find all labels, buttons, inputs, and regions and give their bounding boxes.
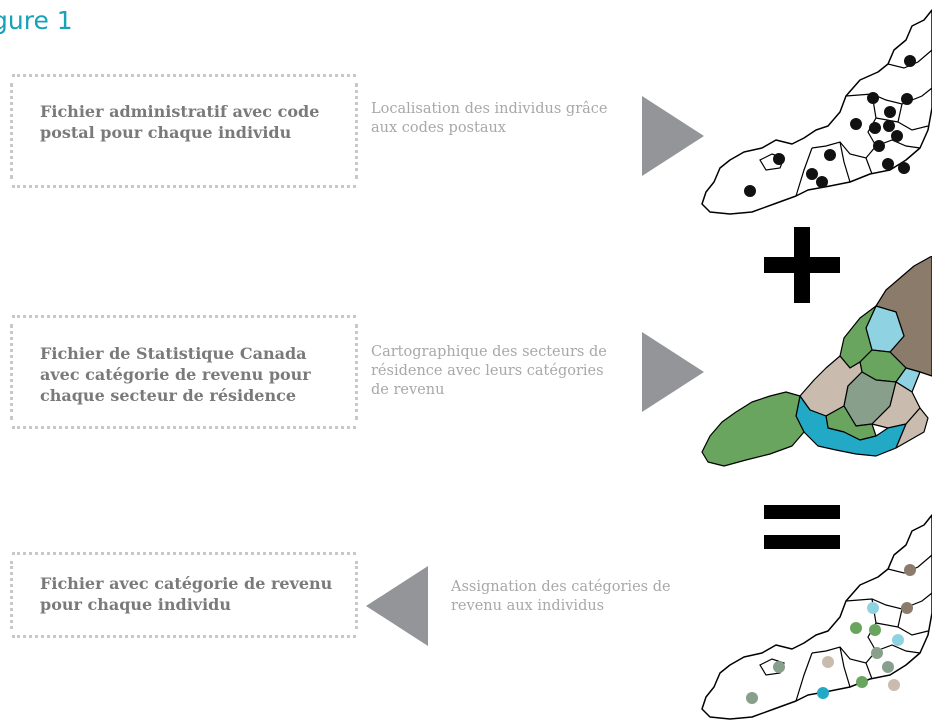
step-description-assignation: Assignation des catégories de revenu aux… [451, 579, 671, 614]
individual-dots [744, 55, 916, 197]
plus-operator [764, 227, 840, 303]
sector-beige-southeast [895, 407, 929, 449]
source-box-label: Fichier de Statistique Canada avec catég… [40, 344, 311, 405]
source-box-administrative: Fichier administratif avec code postal p… [10, 74, 358, 188]
result-box: Fichier avec catégorie de revenu pour ch… [10, 552, 358, 638]
step-description-cartographique: Cartographique des secteurs de résidence… [371, 344, 607, 398]
map-income-sectors [701, 256, 932, 467]
source-box-label: Fichier administratif avec code postal p… [40, 102, 320, 142]
figure-title: gure 1 [0, 6, 73, 35]
result-box-label: Fichier avec catégorie de revenu pour ch… [40, 574, 333, 614]
equals-operator [764, 505, 840, 551]
step-description-localisation: Localisation des individus grâce aux cod… [371, 101, 608, 136]
source-box-statcan: Fichier de Statistique Canada avec catég… [10, 315, 358, 429]
map-individual-locations [701, 9, 932, 215]
categorized-dots [746, 564, 916, 704]
arrow-left-icon [366, 566, 428, 646]
map-individual-income-categories [701, 514, 932, 720]
arrow-right-icon [642, 332, 704, 412]
map-outline [701, 9, 932, 215]
arrow-right-icon [642, 96, 704, 176]
sector-green-west [701, 391, 805, 467]
